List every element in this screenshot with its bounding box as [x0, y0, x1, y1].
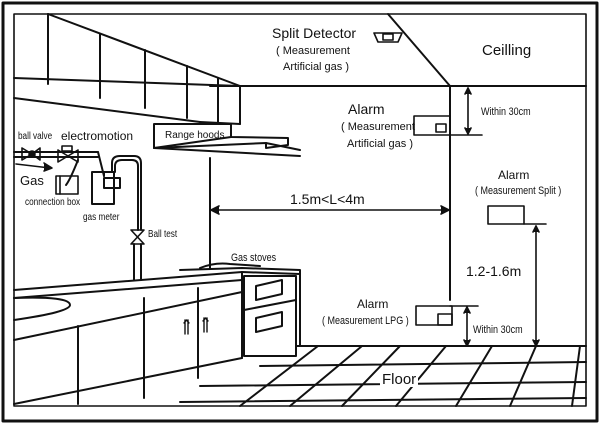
label-alarm-lpg-sub: ( Measurement LPG ) [322, 315, 409, 327]
label-alarm-artificial-sub1: ( Measurement [341, 121, 415, 133]
base-cabinets [13, 271, 243, 405]
label-alarm-split-sub: ( Measurement Split ) [475, 185, 562, 197]
label-gas-stoves: Gas stoves [231, 252, 277, 264]
alarm-split-icon [487, 205, 547, 225]
upper-cabinets [13, 13, 241, 125]
label-electromotion: electromotion [61, 129, 134, 143]
label-connection-box: connection box [25, 197, 81, 208]
label-alarm-artificial: Alarm [348, 101, 385, 117]
label-split-detector-sub2: Artificial gas ) [283, 61, 350, 73]
label-floor: Floor [380, 371, 419, 388]
inner-frame [13, 13, 587, 407]
label-gas-meter: gas meter [83, 212, 120, 223]
connection-box-icon [55, 175, 79, 195]
ball-valve-icon [21, 147, 41, 161]
label-gas: Gas [20, 173, 44, 188]
label-within-30cm-bottom: Within 30cm [473, 324, 523, 336]
electromotion-valve-icon [57, 145, 79, 163]
label-split-detector: Split Detector [272, 25, 357, 41]
label-within-30cm-top: Within 30cm [481, 106, 531, 118]
label-alarm-artificial-sub2: Artificial gas ) [347, 138, 414, 150]
dimension-within-30cm-bottom [463, 306, 471, 347]
label-ball-valve: ball valve [18, 131, 53, 142]
split-detector-icon [373, 32, 403, 43]
label-distance-L: 1.5m<L<4m [290, 191, 365, 207]
dimension-within-30cm-top [449, 87, 483, 136]
ball-test-valve-icon [130, 229, 145, 245]
gas-pipework [13, 151, 142, 281]
label-alarm-split: Alarm [498, 168, 530, 182]
range-hood [153, 123, 301, 157]
label-split-detector-sub1: ( Measurement [276, 45, 350, 57]
label-height-range: 1.2-1.6m [466, 263, 522, 279]
label-alarm-lpg: Alarm [357, 297, 389, 311]
label-range-hoods: Range hoods [165, 130, 225, 141]
label-ceiling: Ceilling [482, 42, 532, 59]
alarm-artificial-gas-icon [413, 115, 451, 136]
dimension-distance-L [210, 205, 450, 215]
label-ball-test: Ball test [148, 229, 178, 240]
dimension-height [532, 225, 540, 347]
gas-stove [179, 262, 301, 357]
alarm-lpg-icon [415, 305, 479, 326]
